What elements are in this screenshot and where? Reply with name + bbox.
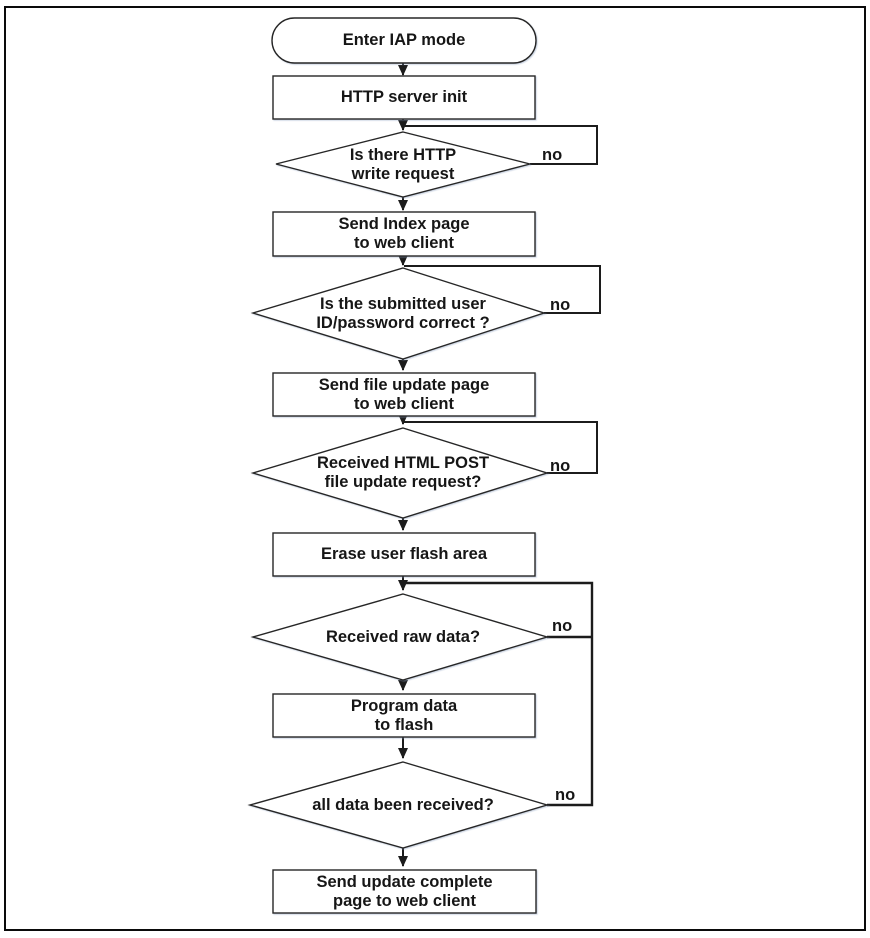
branch-no-credentials: no — [550, 296, 571, 314]
label-text: Is the submitted user ID/password correc… — [316, 294, 490, 332]
process-send-file-update-shape — [272, 372, 536, 417]
shape-group — [247, 17, 550, 914]
label-text: Received raw data? — [325, 627, 481, 646]
branch-no-post-request: no — [550, 457, 571, 475]
decision-post-request-label: Received HTML POST file update request? — [263, 428, 543, 518]
process-erase-flash-shape — [272, 532, 536, 577]
label-text: Enter IAP mode — [342, 31, 466, 49]
label-text: Erase user flash area — [320, 545, 488, 563]
label-text: HTTP server init — [340, 88, 468, 106]
loop-credentials-no — [404, 265, 601, 314]
label-text: Is there HTTP write request — [349, 145, 457, 183]
process-http-init-shape — [272, 75, 536, 120]
loop-write-request-no — [404, 125, 598, 165]
label-text: Received HTML POST file update request? — [316, 454, 490, 491]
process-erase-flash-label: Erase user flash area — [273, 533, 535, 576]
process-send-complete-shape — [272, 869, 537, 914]
loop-post-request-no — [404, 421, 598, 474]
decision-write-request-label: Is there HTTP write request — [278, 132, 528, 197]
process-send-index-shape — [272, 211, 536, 257]
label-text: Send Index page to web client — [338, 215, 470, 252]
process-program-data-label: Program data to flash — [273, 694, 535, 737]
decision-write-request-shape — [275, 131, 531, 198]
connector-group — [398, 63, 601, 867]
loop-all-received-no-return — [403, 581, 594, 807]
terminator-start-label: Enter IAP mode — [272, 18, 536, 63]
decision-post-request-shape — [250, 427, 550, 519]
process-send-file-update-label: Send file update page to web client — [273, 373, 535, 416]
label-text: all data been received? — [312, 795, 494, 814]
process-program-data-shape — [272, 693, 536, 738]
branch-no-raw-data: no — [552, 617, 573, 635]
process-send-index-label: Send Index page to web client — [273, 212, 535, 256]
diagram-border — [4, 6, 866, 931]
branch-no-write-request: no — [542, 146, 563, 164]
label-text: Send file update page to web client — [318, 375, 490, 413]
decision-raw-data-shape — [250, 593, 550, 681]
terminator-start-shape — [271, 17, 537, 64]
process-send-complete-label: Send update complete page to web client — [273, 870, 536, 913]
decision-all-received-shape — [247, 761, 550, 849]
label-text: Send update complete page to web client — [316, 872, 493, 910]
decision-credentials-label: Is the submitted user ID/password correc… — [263, 268, 543, 359]
process-http-init-label: HTTP server init — [273, 76, 535, 119]
decision-all-received-label: all data been received? — [258, 762, 548, 848]
decision-credentials-shape — [250, 267, 547, 360]
decision-raw-data-label: Received raw data? — [263, 594, 543, 680]
label-text: Program data to flash — [350, 696, 458, 734]
branch-no-all-received: no — [555, 786, 576, 804]
